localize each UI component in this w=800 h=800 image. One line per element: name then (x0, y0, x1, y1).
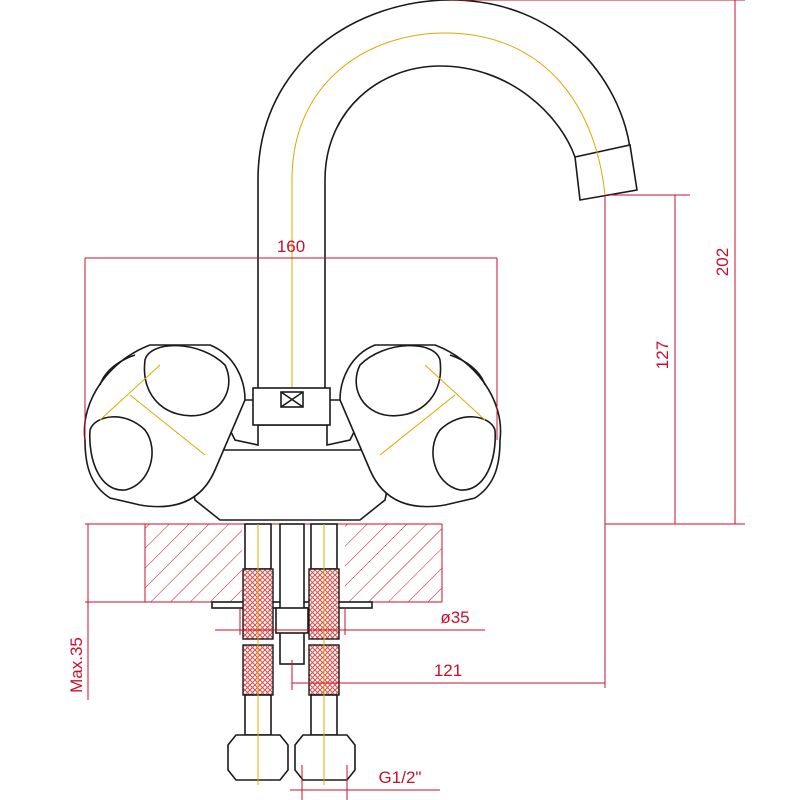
dimension-spout-height: 127 (610, 194, 690, 524)
dimension-max-thickness: Max.35 (67, 524, 89, 700)
spout-reach-label: 121 (434, 661, 462, 680)
dimension-hole-diameter: ø35 (215, 608, 485, 635)
spout-height-label: 127 (653, 341, 672, 369)
dimension-spout-reach: 121 (291, 660, 605, 690)
right-supply-hose (294, 523, 356, 785)
dimension-total-height: 202 (450, 0, 745, 525)
dimension-thread: G1/2" (290, 765, 440, 800)
right-handle (339, 344, 502, 508)
max-thickness-label: Max.35 (67, 637, 86, 693)
countertop-section (85, 523, 443, 603)
left-supply-hose (227, 523, 289, 785)
spout-collar (252, 387, 331, 426)
mounting-hardware (211, 523, 373, 665)
thread-label: G1/2" (379, 768, 422, 787)
spout (257, 0, 638, 390)
total-height-label: 202 (713, 248, 732, 276)
hole-diameter-label: ø35 (440, 608, 469, 627)
width-label: 160 (277, 237, 305, 256)
dimension-width: 160 (84, 237, 498, 440)
left-handle (83, 344, 246, 508)
